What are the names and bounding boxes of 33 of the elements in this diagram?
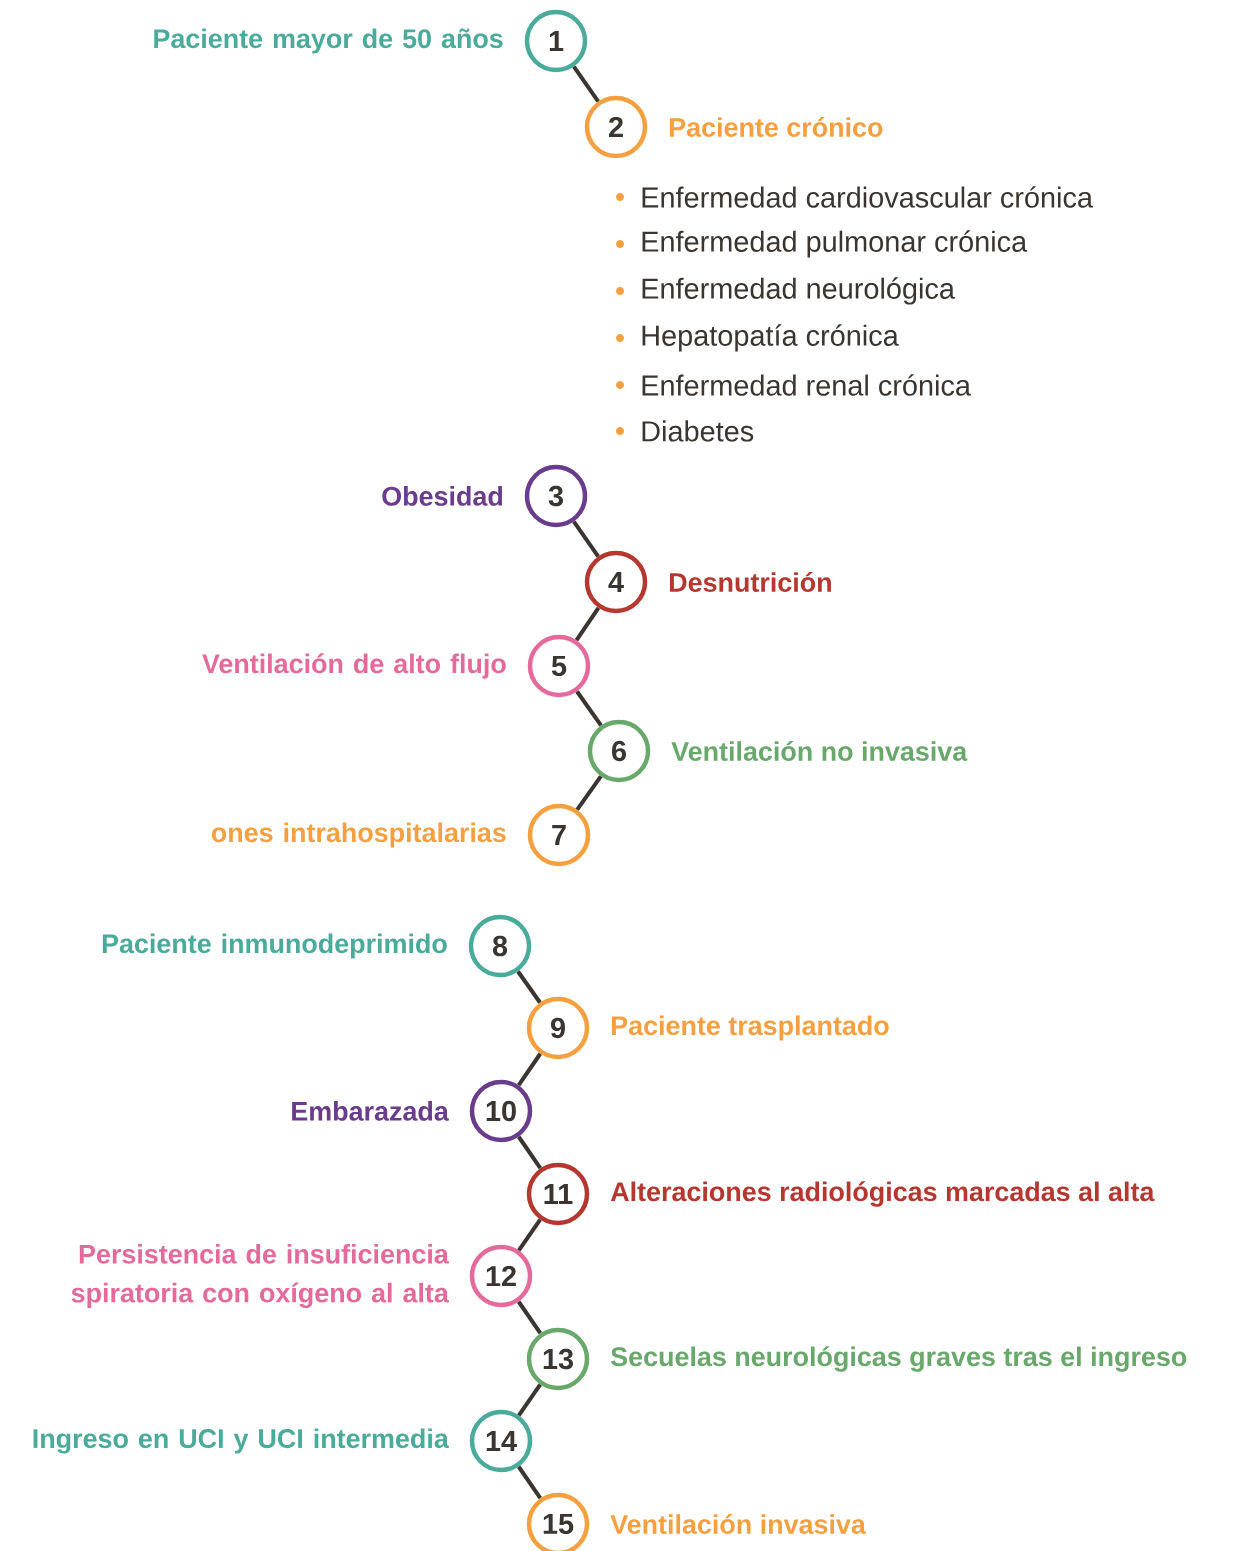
connector-line (517, 1300, 542, 1335)
connector-line (574, 606, 601, 642)
connector-line (517, 1383, 542, 1417)
connector-line (517, 1052, 542, 1087)
beside-label: Desnutrición (670, 572, 831, 592)
beside-label: Ventilación de alto flujo (202, 653, 506, 679)
beside-label: Paciente inmunodeprimido (102, 933, 447, 959)
beside-label: Obesidad (382, 486, 503, 506)
beside-label: Paciente mayor de 50 años (154, 28, 503, 54)
connector-line (516, 970, 542, 1004)
connector-line (575, 690, 603, 727)
bullet-item: Enfermedad neurológica (616, 277, 955, 305)
beside-label: Persistencia de insuficiencia spiratoria con oxígeno al alta (71, 1243, 449, 1308)
connector-line (517, 1465, 542, 1500)
beside-label: Paciente trasplantado (612, 1015, 889, 1041)
beside-label: Ingreso en UCI y UCI intermedia (33, 1428, 449, 1454)
beside-label: ones intrahospitalarias (211, 822, 506, 848)
beside-label: Alteraciones radiológicas marcadas al alta (610, 1181, 1155, 1207)
beside-label: Ventilación invasiva (610, 1514, 867, 1534)
bullet-item: Enfermedad pulmonar crónica (616, 230, 1028, 258)
bullet-item: Diabetes (616, 420, 754, 442)
connector-line (517, 1218, 542, 1252)
beside-label: Paciente crónico (670, 117, 883, 137)
connector-line (575, 775, 603, 811)
connector-line (572, 65, 600, 103)
beside-label: Secuelas neurológicas graves tras el ingreso (611, 1346, 1187, 1372)
bullet-item: Enfermedad renal crónica (616, 374, 971, 396)
bullet-item: Enfermedad cardiovascular crónica (616, 186, 1093, 208)
bullet-item: Hepatopatía crónica (616, 324, 899, 352)
beside-label: Embarazada (292, 1101, 449, 1121)
beside-label: Ventilación no invasiva (671, 741, 968, 761)
connector-line (517, 1135, 542, 1170)
connector-line (572, 520, 600, 558)
